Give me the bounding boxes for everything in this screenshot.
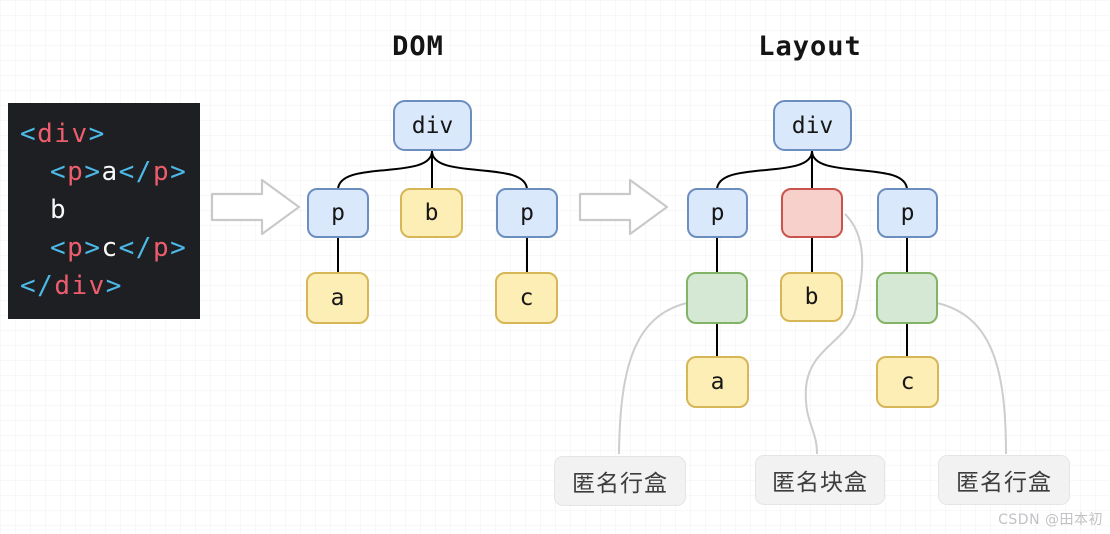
code-token: div [54, 271, 106, 301]
code-line: b [20, 191, 200, 229]
layout-node-p-left: p [687, 188, 748, 238]
dom-node-text-b: b [400, 188, 463, 238]
layout-tree-edges [716, 150, 908, 358]
layout-node-text-c: c [876, 356, 939, 408]
code-token: a [101, 157, 119, 187]
code-token: < [50, 233, 68, 263]
dom-node-text-c: c [495, 272, 558, 324]
annotation-label-anonymous-block: 匿名块盒 [755, 455, 885, 505]
dom-node-text-a: a [306, 272, 369, 324]
code-token: < [20, 119, 38, 149]
code-token: p [152, 157, 171, 187]
code-token: > [105, 271, 123, 301]
code-token: b [50, 195, 68, 225]
code-token: < [50, 157, 68, 187]
code-token: div [37, 119, 89, 149]
code-token: </ [20, 271, 55, 301]
layout-tree-title: Layout [758, 31, 862, 62]
layout-node-p-right: p [877, 188, 938, 238]
dom-node-p-right: p [496, 188, 558, 238]
layout-node-anonymous-block [781, 188, 843, 238]
annotation-label-anonymous-inline-left: 匿名行盒 [554, 456, 686, 506]
code-line: <p>a</p> [20, 153, 200, 191]
code-token: c [101, 233, 119, 263]
layout-node-text-b: b [780, 272, 843, 322]
code-token: > [84, 233, 102, 263]
watermark: CSDN @田本初 [998, 512, 1103, 528]
layout-node-text-a: a [686, 356, 749, 408]
code-line: <p>c</p> [20, 229, 200, 267]
layout-node-anonymous-inline-right [876, 272, 938, 324]
dom-node-div: div [393, 100, 472, 151]
code-line: </div> [20, 267, 200, 305]
code-token: p [67, 233, 85, 263]
code-token: p [152, 233, 171, 263]
code-token: </ [118, 157, 153, 187]
annotation-connectors [618, 213, 1007, 455]
code-token: > [170, 157, 188, 187]
dom-node-p-left: p [307, 188, 369, 238]
code-token: > [88, 119, 106, 149]
code-token: </ [118, 233, 153, 263]
dom-tree-title: DOM [392, 31, 444, 62]
annotation-label-anonymous-inline-right: 匿名行盒 [938, 455, 1070, 505]
code-token: > [84, 157, 102, 187]
code-token: > [170, 233, 188, 263]
code-line: <div> [20, 115, 200, 153]
code-token: p [67, 157, 85, 187]
code-snippet: <div> <p>a</p> b <p>c</p> </div> [8, 103, 200, 319]
layout-node-div: div [773, 100, 852, 151]
transform-arrow-icon [210, 178, 669, 236]
layout-node-anonymous-inline-left [686, 272, 748, 324]
dom-tree-edges [337, 150, 528, 274]
